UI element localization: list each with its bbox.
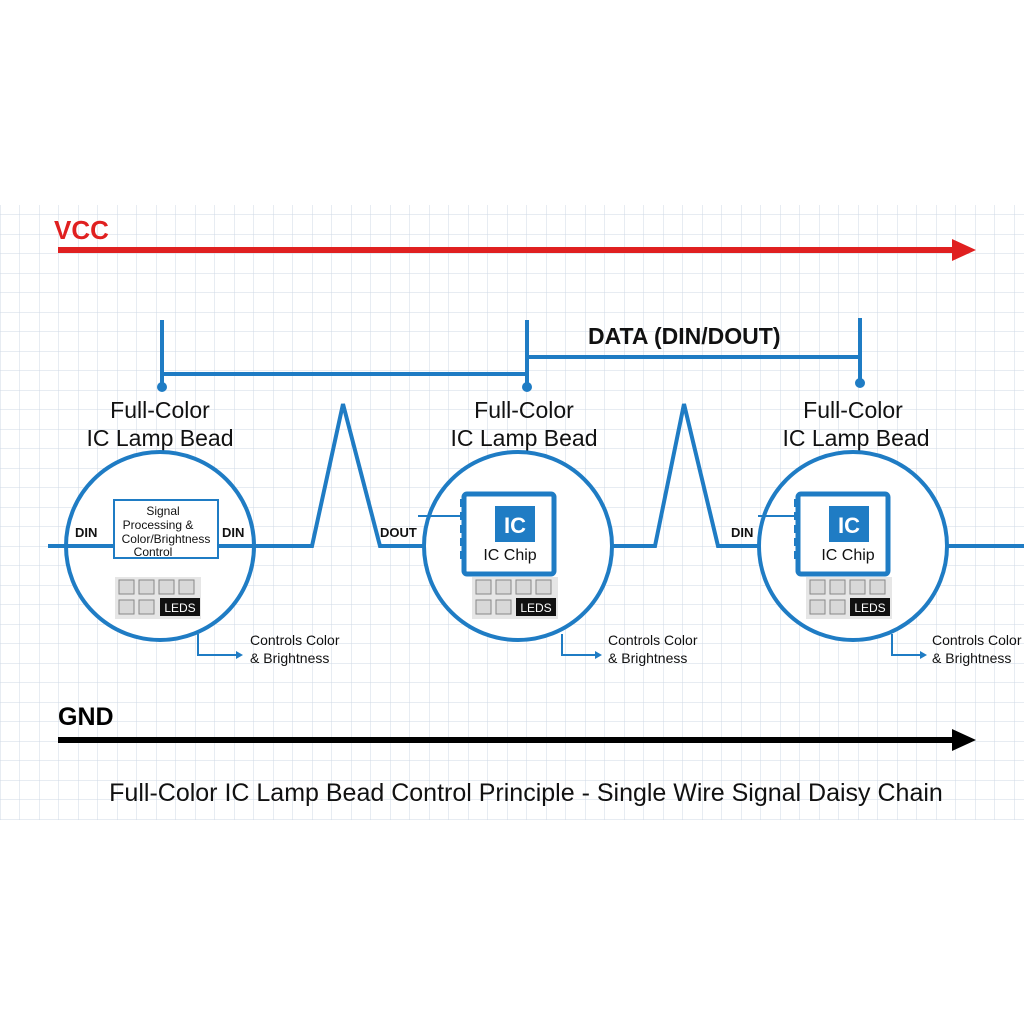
bead-2-led-array: LEDS (472, 577, 558, 619)
bead-1-note-line2: & Brightness (250, 650, 329, 666)
bead-3-pin-left: DIN (731, 525, 753, 540)
bead-3-title-line1: Full-Color (803, 397, 903, 423)
bead-1-module-line2: Processing & (123, 518, 194, 532)
data-bus-label: DATA (DIN/DOUT) (588, 323, 780, 349)
bead-3-title-line2: IC Lamp Bead (782, 425, 929, 451)
bead-1-note-arrow (197, 634, 236, 656)
gnd-label: GND (58, 703, 114, 731)
bead-2-note-arrowhead (595, 651, 602, 659)
bead-2-pin-left: DOUT (380, 525, 417, 540)
bead-1-led-array: LEDS (115, 577, 201, 619)
bead-1-note-line1: Controls Color (250, 632, 340, 648)
bead-2-note-line1: Controls Color (608, 632, 698, 648)
vcc-arrowhead (952, 239, 976, 261)
bead-2-title-line1: Full-Color (474, 397, 574, 423)
bead-1-title-line1: Full-Color (110, 397, 210, 423)
bead-3-note-arrowhead (920, 651, 927, 659)
vcc-label: VCC (54, 215, 109, 245)
bead-1-module-line3: Color/Brightness (122, 532, 211, 546)
bead-3-note-arrow (891, 634, 920, 656)
bead-3-note-line1: Controls Color (932, 632, 1022, 648)
bead-1-title-line2: IC Lamp Bead (86, 425, 233, 451)
bead-1-note-arrowhead (236, 651, 243, 659)
bead-2-leds-label: LEDS (520, 601, 551, 615)
bead-2-chip-label: IC Chip (483, 547, 536, 564)
diagram-caption: Full-Color IC Lamp Bead Control Principl… (109, 779, 943, 807)
bead-3-ic-chip: IC IC Chip (794, 491, 891, 577)
bead-1-pin-left: DIN (75, 525, 97, 540)
bead-2-ic-chip: IC IC Chip (460, 491, 557, 577)
bead-3-chip-icon-text: IC (838, 513, 860, 538)
bead-3-chip-label: IC Chip (821, 547, 874, 564)
bead-3-note-line2: & Brightness (932, 650, 1011, 666)
bead-1-module-line1: Signal (146, 504, 179, 518)
bead-3-led-array: LEDS (806, 577, 892, 619)
bead-1-pin-right: DIN (222, 525, 244, 540)
bead-2-chip-icon-text: IC (504, 513, 526, 538)
bead-1-processing-module (113, 499, 219, 559)
gnd-arrowhead (952, 729, 976, 751)
lamp-bead-3: DIN IC IC Chip LEDS Controls Colo (731, 450, 1022, 666)
bead-3-leds-label: LEDS (854, 601, 885, 615)
bead-1-leds-label: LEDS (164, 601, 195, 615)
bead-2-note-line2: & Brightness (608, 650, 687, 666)
bead-2-note-arrow (561, 634, 595, 656)
bead-2-title-line2: IC Lamp Bead (450, 425, 597, 451)
data-bus-junctions (157, 378, 865, 392)
lamp-bead-1: DIN DIN Signal Processing & Color/Bright… (64, 450, 340, 666)
signal-wire-segment-2 (610, 403, 765, 548)
data-bus (160, 318, 862, 385)
bead-1-module-line4: Control (134, 545, 173, 559)
lamp-bead-2: DOUT IC IC Chip LEDS Controls Col (380, 450, 698, 666)
